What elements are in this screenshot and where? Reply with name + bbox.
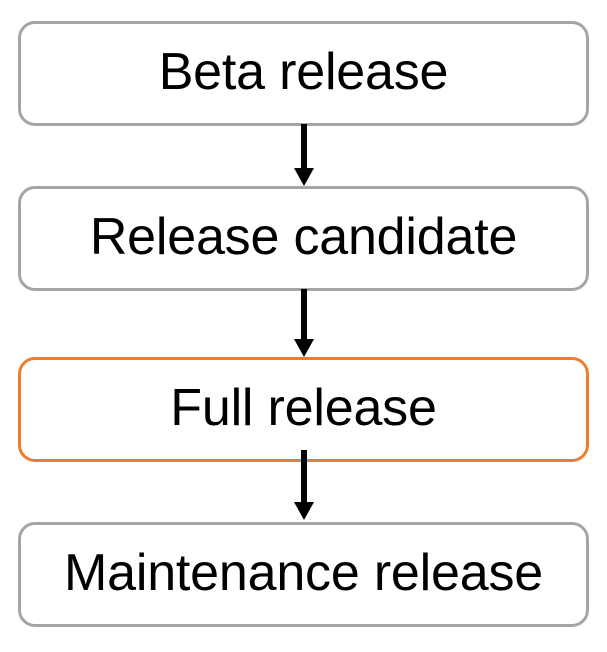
flow-node-release-candidate[interactable]: Release candidate: [18, 186, 589, 291]
connector-arrow-beta-to-rc: [0, 124, 607, 188]
flow-node-label: Full release: [170, 378, 437, 437]
flow-node-label: Release candidate: [89, 207, 518, 266]
flow-node-label: Beta release: [158, 42, 449, 101]
connector-arrow-rc-to-full: [0, 289, 607, 359]
flow-node-full-release[interactable]: Full release: [18, 357, 589, 462]
arrow-down-icon: [294, 124, 314, 186]
flow-node-label: Maintenance release: [64, 543, 543, 602]
arrow-down-icon: [294, 289, 314, 357]
flow-node-maintenance-release[interactable]: Maintenance release: [18, 522, 589, 627]
flow-node-beta-release[interactable]: Beta release: [18, 21, 589, 126]
